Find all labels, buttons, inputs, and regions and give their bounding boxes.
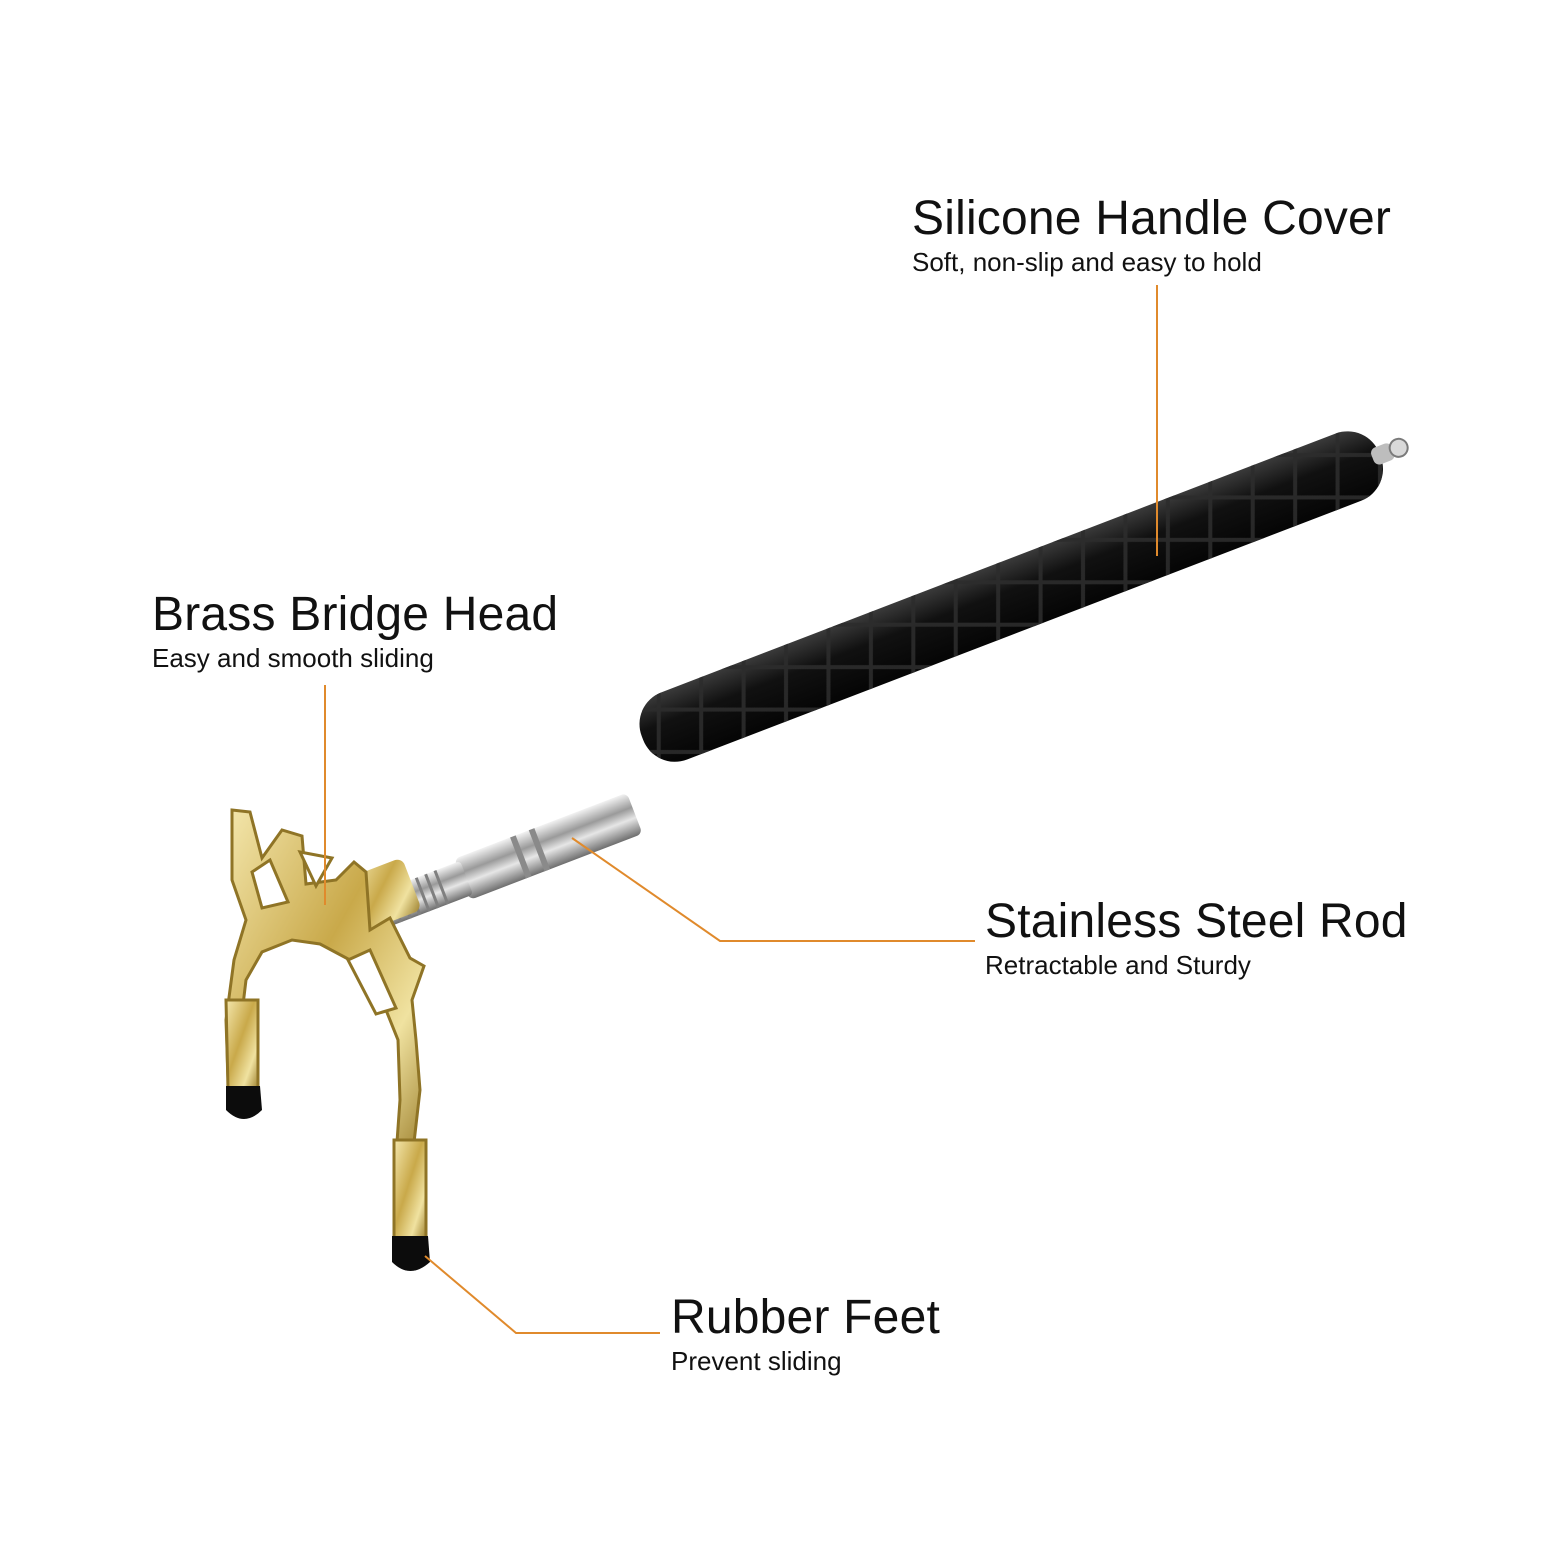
callout-rubber-feet: Rubber Feet Prevent sliding	[671, 1291, 941, 1377]
callout-description: Easy and smooth sliding	[152, 643, 434, 673]
rubber-feet	[226, 1086, 430, 1271]
leader-lines	[324, 285, 1158, 1334]
callout-description: Soft, non-slip and easy to hold	[912, 247, 1262, 277]
callout-title: Brass Bridge Head	[152, 588, 559, 641]
callout-description: Prevent sliding	[671, 1346, 842, 1376]
callout-title: Silicone Handle Cover	[912, 192, 1392, 245]
leader-line-rod	[571, 837, 975, 942]
callout-stainless-steel-rod: Stainless Steel Rod Retractable and Stur…	[985, 895, 1408, 981]
leader-line-feet	[424, 1255, 660, 1334]
silicone-handle	[639, 431, 1409, 762]
callout-silicone-handle-cover: Silicone Handle Cover Soft, non-slip and…	[912, 192, 1392, 278]
callout-title: Stainless Steel Rod	[985, 895, 1408, 948]
callout-title: Rubber Feet	[671, 1291, 941, 1344]
callout-brass-bridge-head: Brass Bridge Head Easy and smooth slidin…	[152, 588, 559, 674]
callout-description: Retractable and Sturdy	[985, 950, 1251, 980]
